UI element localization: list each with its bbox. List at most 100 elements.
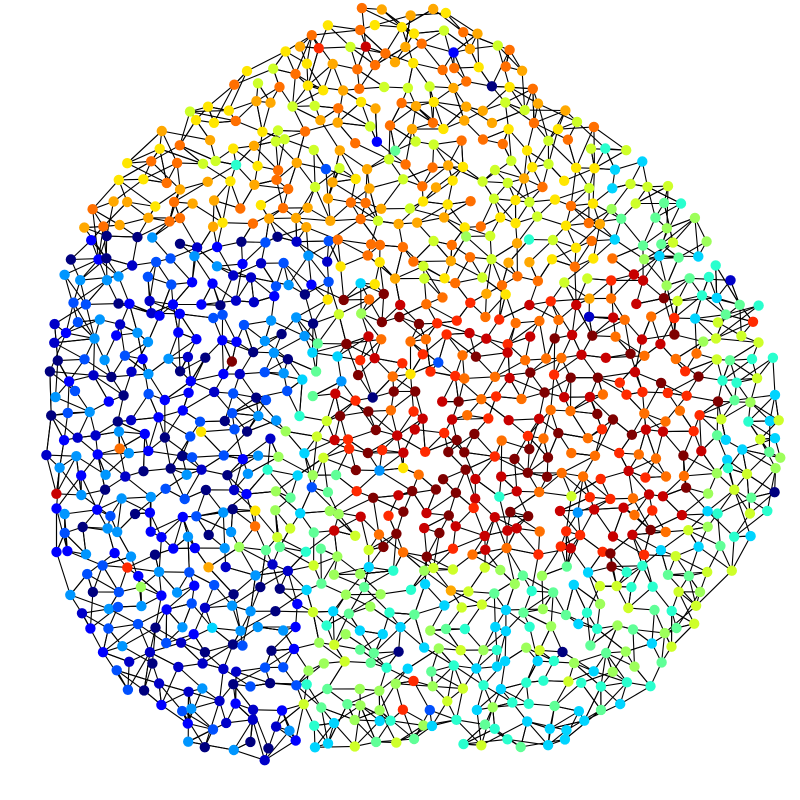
graph-edge: [150, 516, 184, 533]
graph-node: [365, 601, 376, 612]
graph-node: [485, 230, 496, 242]
graph-node: [58, 435, 70, 446]
graph-node: [259, 335, 271, 347]
graph-node: [94, 314, 106, 325]
graph-node: [615, 698, 626, 710]
graph-node: [248, 346, 259, 358]
graph-edge: [55, 467, 61, 510]
graph-edge: [593, 670, 628, 683]
graph-node: [678, 450, 689, 461]
graph-edge: [264, 730, 291, 761]
graph-node: [290, 212, 302, 224]
graph-edge: [75, 455, 107, 476]
graph-node: [447, 175, 458, 186]
graph-edge: [378, 470, 413, 492]
graph-node: [138, 174, 149, 185]
graph-edge: [667, 376, 700, 394]
graph-node: [76, 489, 87, 501]
graph-node: [660, 471, 672, 482]
graph-edge: [600, 652, 607, 688]
graph-node: [477, 105, 488, 117]
graph-node: [595, 681, 607, 692]
graph-edge: [520, 738, 566, 748]
graph-node: [605, 493, 616, 505]
graph-node: [276, 705, 288, 716]
graph-node: [174, 212, 186, 224]
graph-node: [658, 293, 670, 304]
graph-edge: [127, 651, 151, 691]
graph-node: [563, 676, 574, 687]
graph-node: [694, 586, 706, 598]
graph-edge: [312, 380, 342, 397]
graph-node: [303, 250, 314, 261]
graph-edge: [443, 30, 455, 69]
graph-node: [560, 105, 571, 116]
graph-node: [249, 179, 260, 190]
graph-node: [274, 541, 285, 553]
graph-edge: [650, 514, 683, 531]
graph-node: [144, 647, 156, 658]
graph-edge: [149, 261, 157, 302]
graph-node: [554, 505, 566, 517]
graph-node: [270, 281, 282, 292]
graph-edge: [250, 574, 257, 612]
graph-node: [65, 589, 76, 601]
graph-node: [393, 646, 404, 657]
graph-node: [591, 623, 603, 634]
graph-edge: [326, 400, 357, 422]
graph-node: [378, 541, 389, 553]
graph-node: [408, 57, 419, 69]
graph-edge: [733, 394, 776, 401]
graph-node: [629, 509, 640, 521]
graph-edge: [322, 457, 329, 493]
graph-edge: [684, 358, 718, 372]
graph-edge: [749, 401, 780, 421]
graph-edge: [559, 510, 581, 536]
graph-edge: [421, 43, 444, 71]
graph-edge: [627, 586, 654, 609]
graph-edge: [92, 208, 121, 226]
graph-edge: [593, 126, 627, 151]
graph-edge: [379, 709, 397, 744]
graph-edge: [415, 105, 444, 130]
graph-node: [419, 522, 430, 534]
graph-node: [374, 257, 385, 268]
graph-node: [681, 390, 692, 401]
graph-node: [623, 465, 634, 477]
graph-node: [318, 85, 329, 96]
graph-node: [375, 589, 386, 600]
graph-node: [396, 22, 407, 33]
graph-node: [132, 231, 143, 243]
graph-node: [345, 197, 357, 208]
graph-edge: [493, 592, 496, 628]
graph-node: [647, 505, 658, 516]
graph-node: [584, 391, 596, 403]
graph-edge: [264, 648, 295, 669]
graph-edge: [124, 476, 152, 498]
graph-edge: [500, 440, 503, 478]
graph-node: [731, 377, 742, 388]
graph-node: [527, 83, 538, 95]
graph-edge: [173, 181, 209, 203]
graph-edge: [281, 709, 297, 742]
graph-node: [620, 646, 631, 657]
graph-edge: [166, 585, 195, 611]
graph-node: [395, 621, 406, 633]
graph-node: [374, 685, 385, 696]
graph-edge: [260, 188, 289, 206]
graph-node: [621, 567, 632, 578]
graph-edge: [452, 535, 486, 550]
graph-edge: [53, 342, 86, 360]
graph-edge: [575, 126, 595, 169]
graph-edge: [126, 130, 163, 164]
graph-edge: [462, 738, 508, 745]
graph-edge: [729, 359, 758, 379]
graph-node: [374, 239, 386, 251]
graph-node: [334, 145, 345, 156]
graph-node: [390, 678, 401, 689]
graph-node: [222, 470, 233, 481]
graph-node: [308, 527, 319, 538]
graph-node: [569, 261, 580, 272]
graph-node: [659, 627, 670, 639]
graph-node: [191, 511, 202, 522]
